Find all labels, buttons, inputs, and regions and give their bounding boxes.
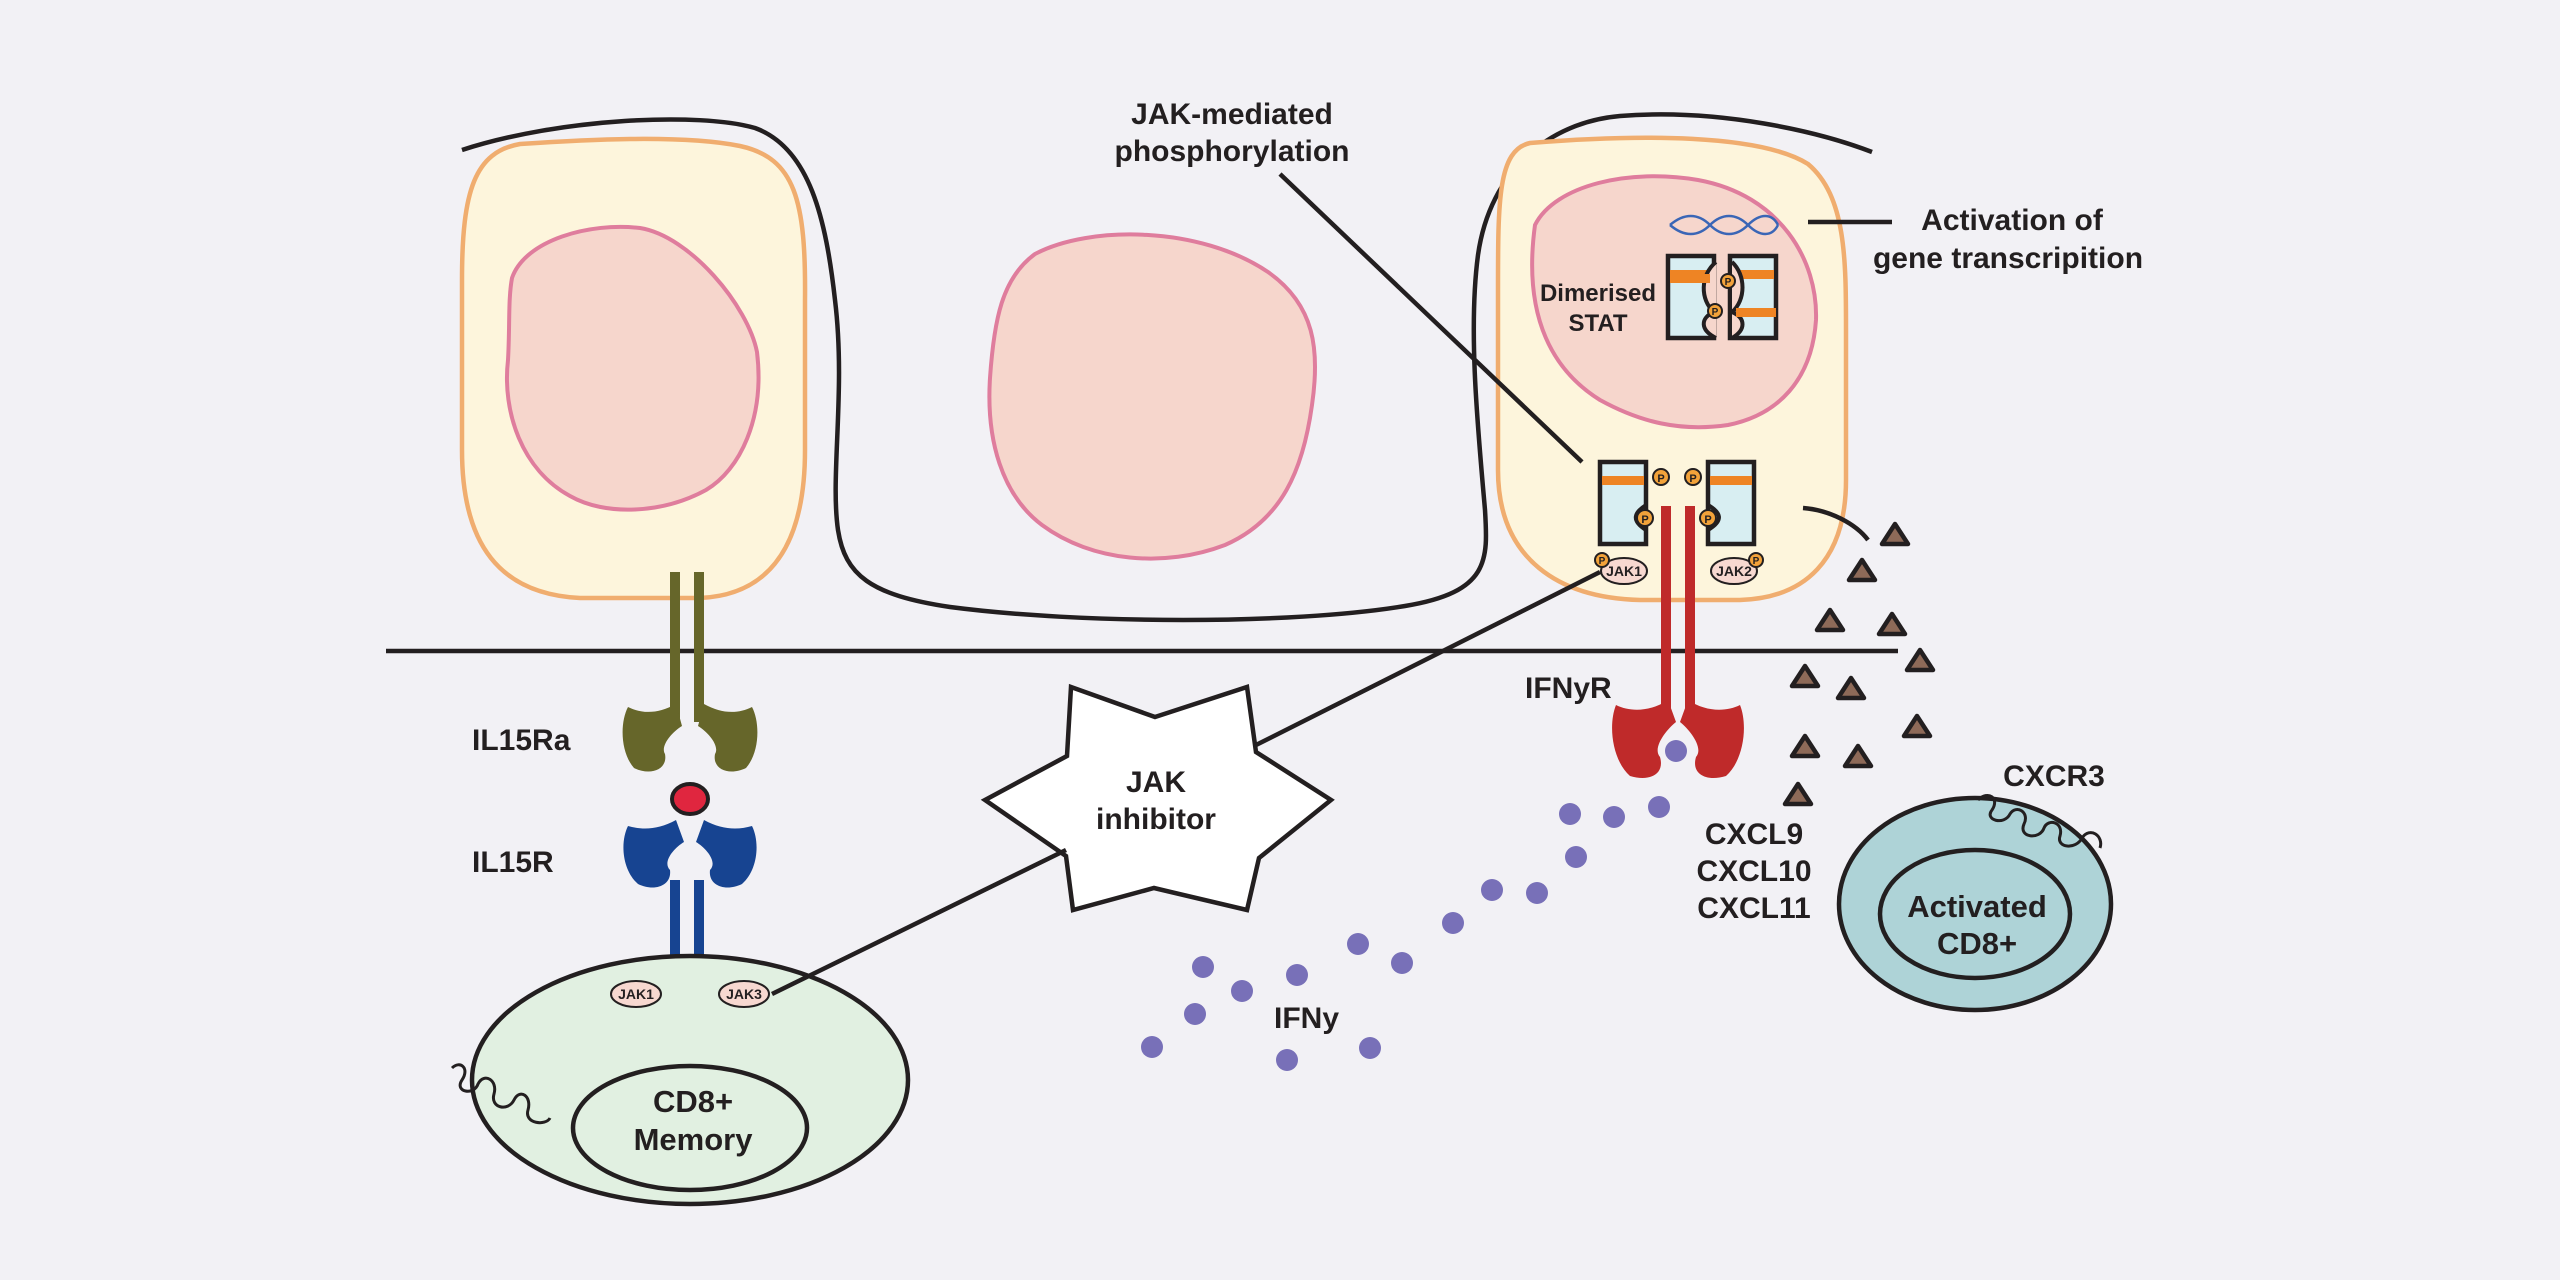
phospho-label: P	[1753, 556, 1760, 567]
activation-label-line2: gene transcripition	[1873, 242, 2143, 275]
jak-mediated-label-line1: JAK-mediated	[1131, 98, 1333, 131]
chemokine-triangles	[1782, 521, 1936, 807]
cd8-memory-cell	[450, 953, 911, 1207]
jak-inhibitor-star	[980, 683, 1335, 913]
memory-cd8-label-line1: CD8+	[653, 1084, 733, 1119]
secretion-arc	[1802, 505, 1870, 542]
jak2-receptor-label: JAK2	[1716, 563, 1752, 579]
ifnyr-receptor	[1612, 506, 1744, 778]
dimerised-stat-label-line1: Dimerised	[1540, 280, 1656, 307]
stat-pair-receptor	[1600, 462, 1754, 544]
phospho-label: P	[1704, 514, 1711, 526]
activation-label-line1: Activation of	[1921, 204, 2104, 237]
jak1-receptor-label: JAK1	[1606, 563, 1642, 579]
dimerised-stat-icon	[1668, 256, 1776, 338]
activated-cd8-label-line2: CD8+	[1937, 926, 2017, 961]
il15-cytokine	[670, 782, 710, 816]
right-target-cell	[1495, 135, 1849, 603]
jak-inhibitor-label-line1: JAK	[1126, 766, 1186, 799]
phospho-label: P	[1689, 473, 1696, 485]
phospho-label: P	[1599, 556, 1606, 567]
phospho-label: P	[1657, 473, 1664, 485]
cxcl10-label: CXCL10	[1696, 855, 1811, 888]
jak1-receptor-icon	[1600, 557, 1648, 585]
jak3-memory-label: JAK3	[726, 986, 762, 1002]
dimerised-stat-label-line2: STAT	[1568, 310, 1627, 337]
ifny-dots	[1141, 740, 1687, 1071]
memory-cd8-label-line2: Memory	[634, 1122, 754, 1157]
inhibitor-line-upper	[1254, 569, 1602, 748]
activated-cd8-cell	[1836, 794, 2114, 1013]
phospho-label: P	[1725, 277, 1732, 288]
jak2-receptor-icon	[1710, 557, 1758, 585]
phospho-label: P	[1712, 307, 1719, 318]
dna-helix-icon	[1669, 214, 1780, 236]
ifnyr-label: IFNyR	[1525, 672, 1612, 705]
jak-mediated-label-line2: phosphorylation	[1115, 135, 1350, 168]
il15ra-receptor	[622, 572, 758, 772]
il15r-label: IL15R	[472, 846, 554, 879]
cxcl9-label: CXCL9	[1705, 818, 1803, 851]
jak1-memory-label: JAK1	[618, 986, 654, 1002]
jak-mediated-pointer-line	[1278, 172, 1584, 464]
left-target-cell	[459, 136, 808, 601]
il15ra-label: IL15Ra	[472, 724, 571, 757]
jak-inhibitor-label-line2: inhibitor	[1096, 803, 1216, 836]
cxcr3-label: CXCR3	[2003, 760, 2105, 793]
cxcl11-label: CXCL11	[1697, 892, 1810, 925]
inhibitor-line-lower	[771, 847, 1067, 997]
activated-cd8-label-line1: Activated	[1907, 889, 2047, 924]
jak3-memory-icon	[718, 980, 770, 1008]
ifny-label: IFNy	[1274, 1002, 1339, 1035]
middle-nucleus	[987, 232, 1318, 561]
jak1-memory-icon	[610, 980, 662, 1008]
phospho-label: P	[1641, 514, 1648, 526]
